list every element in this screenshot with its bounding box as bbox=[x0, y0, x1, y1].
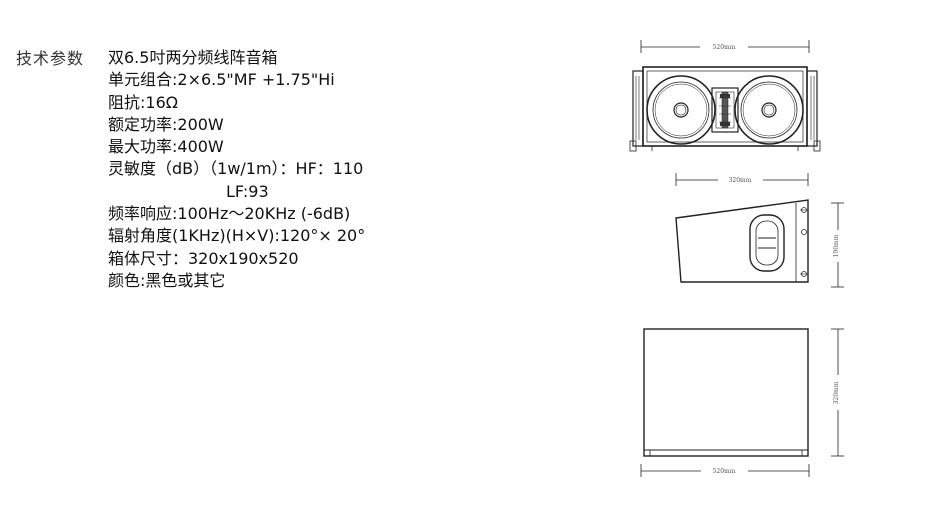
spec-impedance: 阻抗:16Ω bbox=[108, 92, 178, 112]
top-view: 320mm 520mm bbox=[640, 328, 844, 477]
spec-frequency-response: 频率响应:100Hz～20KHz (-6dB) bbox=[108, 204, 351, 224]
spec-sensitivity-lf: LF:93 bbox=[226, 181, 269, 201]
spec-model: 双6.5吋两分频线阵音箱 bbox=[108, 48, 278, 67]
front-view: 520mm bbox=[629, 40, 821, 186]
spec-drivers: 单元组合:2×6.5"MF +1.75"Hi bbox=[108, 70, 335, 90]
top-width-label: 520mm bbox=[713, 468, 736, 475]
spec-cabinet-size: 箱体尺寸：320x190x520 bbox=[108, 248, 299, 268]
side-depth-label: 320mm bbox=[729, 177, 752, 184]
spec-sensitivity-hf: 灵敏度（dB）（1w/1m）：HF：110 bbox=[108, 159, 364, 179]
spec-list: 双6.5吋两分频线阵音箱 单元组合:2×6.5"MF +1.75"Hi 阻抗:1… bbox=[108, 47, 365, 292]
spec-coverage-angle: 辐射角度(1KHz)(H×V):120°× 20° bbox=[108, 226, 366, 246]
top-depth-label: 320mm bbox=[833, 381, 840, 404]
side-view: 190mm bbox=[675, 199, 844, 288]
spec-max-power: 最大功率:400W bbox=[108, 137, 224, 157]
side-height-label: 190mm bbox=[833, 234, 840, 257]
section-label: 技术参数 bbox=[16, 49, 85, 68]
front-width-label: 520mm bbox=[713, 44, 736, 51]
spec-color: 颜色:黑色或其它 bbox=[108, 270, 226, 290]
spec-rated-power: 额定功率:200W bbox=[108, 114, 224, 134]
